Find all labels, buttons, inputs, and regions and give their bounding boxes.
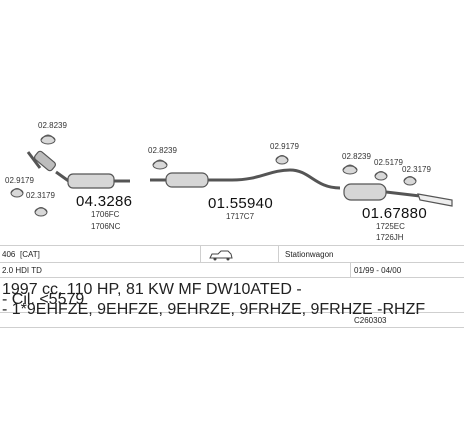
table-divider <box>200 245 201 262</box>
body-type: Stationwagon <box>285 250 334 259</box>
engine-label: 2.0 HDI TD <box>2 266 42 275</box>
car-icon <box>209 250 233 261</box>
spec-line: 1997 cc, 110 HP, 81 KW MF DW10ATED - <box>2 281 302 298</box>
table-divider <box>350 262 351 277</box>
rear-silencer-icon <box>343 183 453 207</box>
middle-silencer-icon <box>150 172 232 188</box>
catalyst-icon <box>26 150 130 189</box>
clamp-2-icon <box>10 188 24 198</box>
clamp-8-code: 02.3179 <box>402 165 431 174</box>
rear-silencer-code: 01.67880 <box>362 205 427 222</box>
table-divider <box>278 245 279 262</box>
clamp-1-code: 02.8239 <box>38 121 67 130</box>
catalyst-ref-2: 1706NC <box>91 222 121 231</box>
clamp-2-code: 02.9179 <box>5 176 34 185</box>
clamp-1-icon <box>40 134 56 145</box>
middle-pipe-icon <box>231 168 341 190</box>
table-divider <box>0 327 464 328</box>
cil-line: - Cil. <5579 <box>2 291 85 308</box>
clamp-3-code: 02.3179 <box>26 191 55 200</box>
vehicle-info-table: 406 [CAT] Stationwagon 2.0 HDI TD 01/99 … <box>0 245 464 441</box>
clamp-5-code: 02.9179 <box>270 142 299 151</box>
model-name: 406 <box>2 250 16 259</box>
clamp-6-code: 02.8239 <box>342 152 371 161</box>
middle-silencer-ref: 1717C7 <box>226 212 255 221</box>
catalyst-code: 04.3286 <box>76 193 133 210</box>
table-divider <box>0 277 464 278</box>
middle-silencer-code: 01.55940 <box>208 195 273 212</box>
exhaust-diagram: 02.8239 02.9179 02.3179 04.3286 1706FC 1… <box>5 121 453 242</box>
clamp-3-icon <box>34 207 48 217</box>
table-divider <box>0 312 464 313</box>
clamp-4-icon <box>152 159 168 170</box>
codes-line: - 1*9EHFZE, 9EHFZE, 9EHRZE, 9FRHZE, 9FRH… <box>2 301 426 318</box>
clamp-7-code: 02.5179 <box>374 158 403 167</box>
clamp-7-icon <box>374 171 388 181</box>
exhaust-parts-drawing <box>10 134 453 217</box>
table-divider <box>0 262 464 263</box>
clamp-6-icon <box>342 164 358 175</box>
table-divider <box>0 245 464 246</box>
set-code: C260303 <box>354 316 387 325</box>
years-label: 01/99 - 04/00 <box>354 266 402 275</box>
cat-label: [CAT] <box>20 250 40 259</box>
clamp-5-icon <box>275 155 289 165</box>
catalyst-ref-1: 1706FC <box>91 210 120 219</box>
rear-silencer-ref-2: 1726JH <box>376 233 404 242</box>
clamp-4-code: 02.8239 <box>148 146 177 155</box>
rear-silencer-ref-1: 1725EC <box>376 222 405 231</box>
clamp-8-icon <box>403 176 417 186</box>
